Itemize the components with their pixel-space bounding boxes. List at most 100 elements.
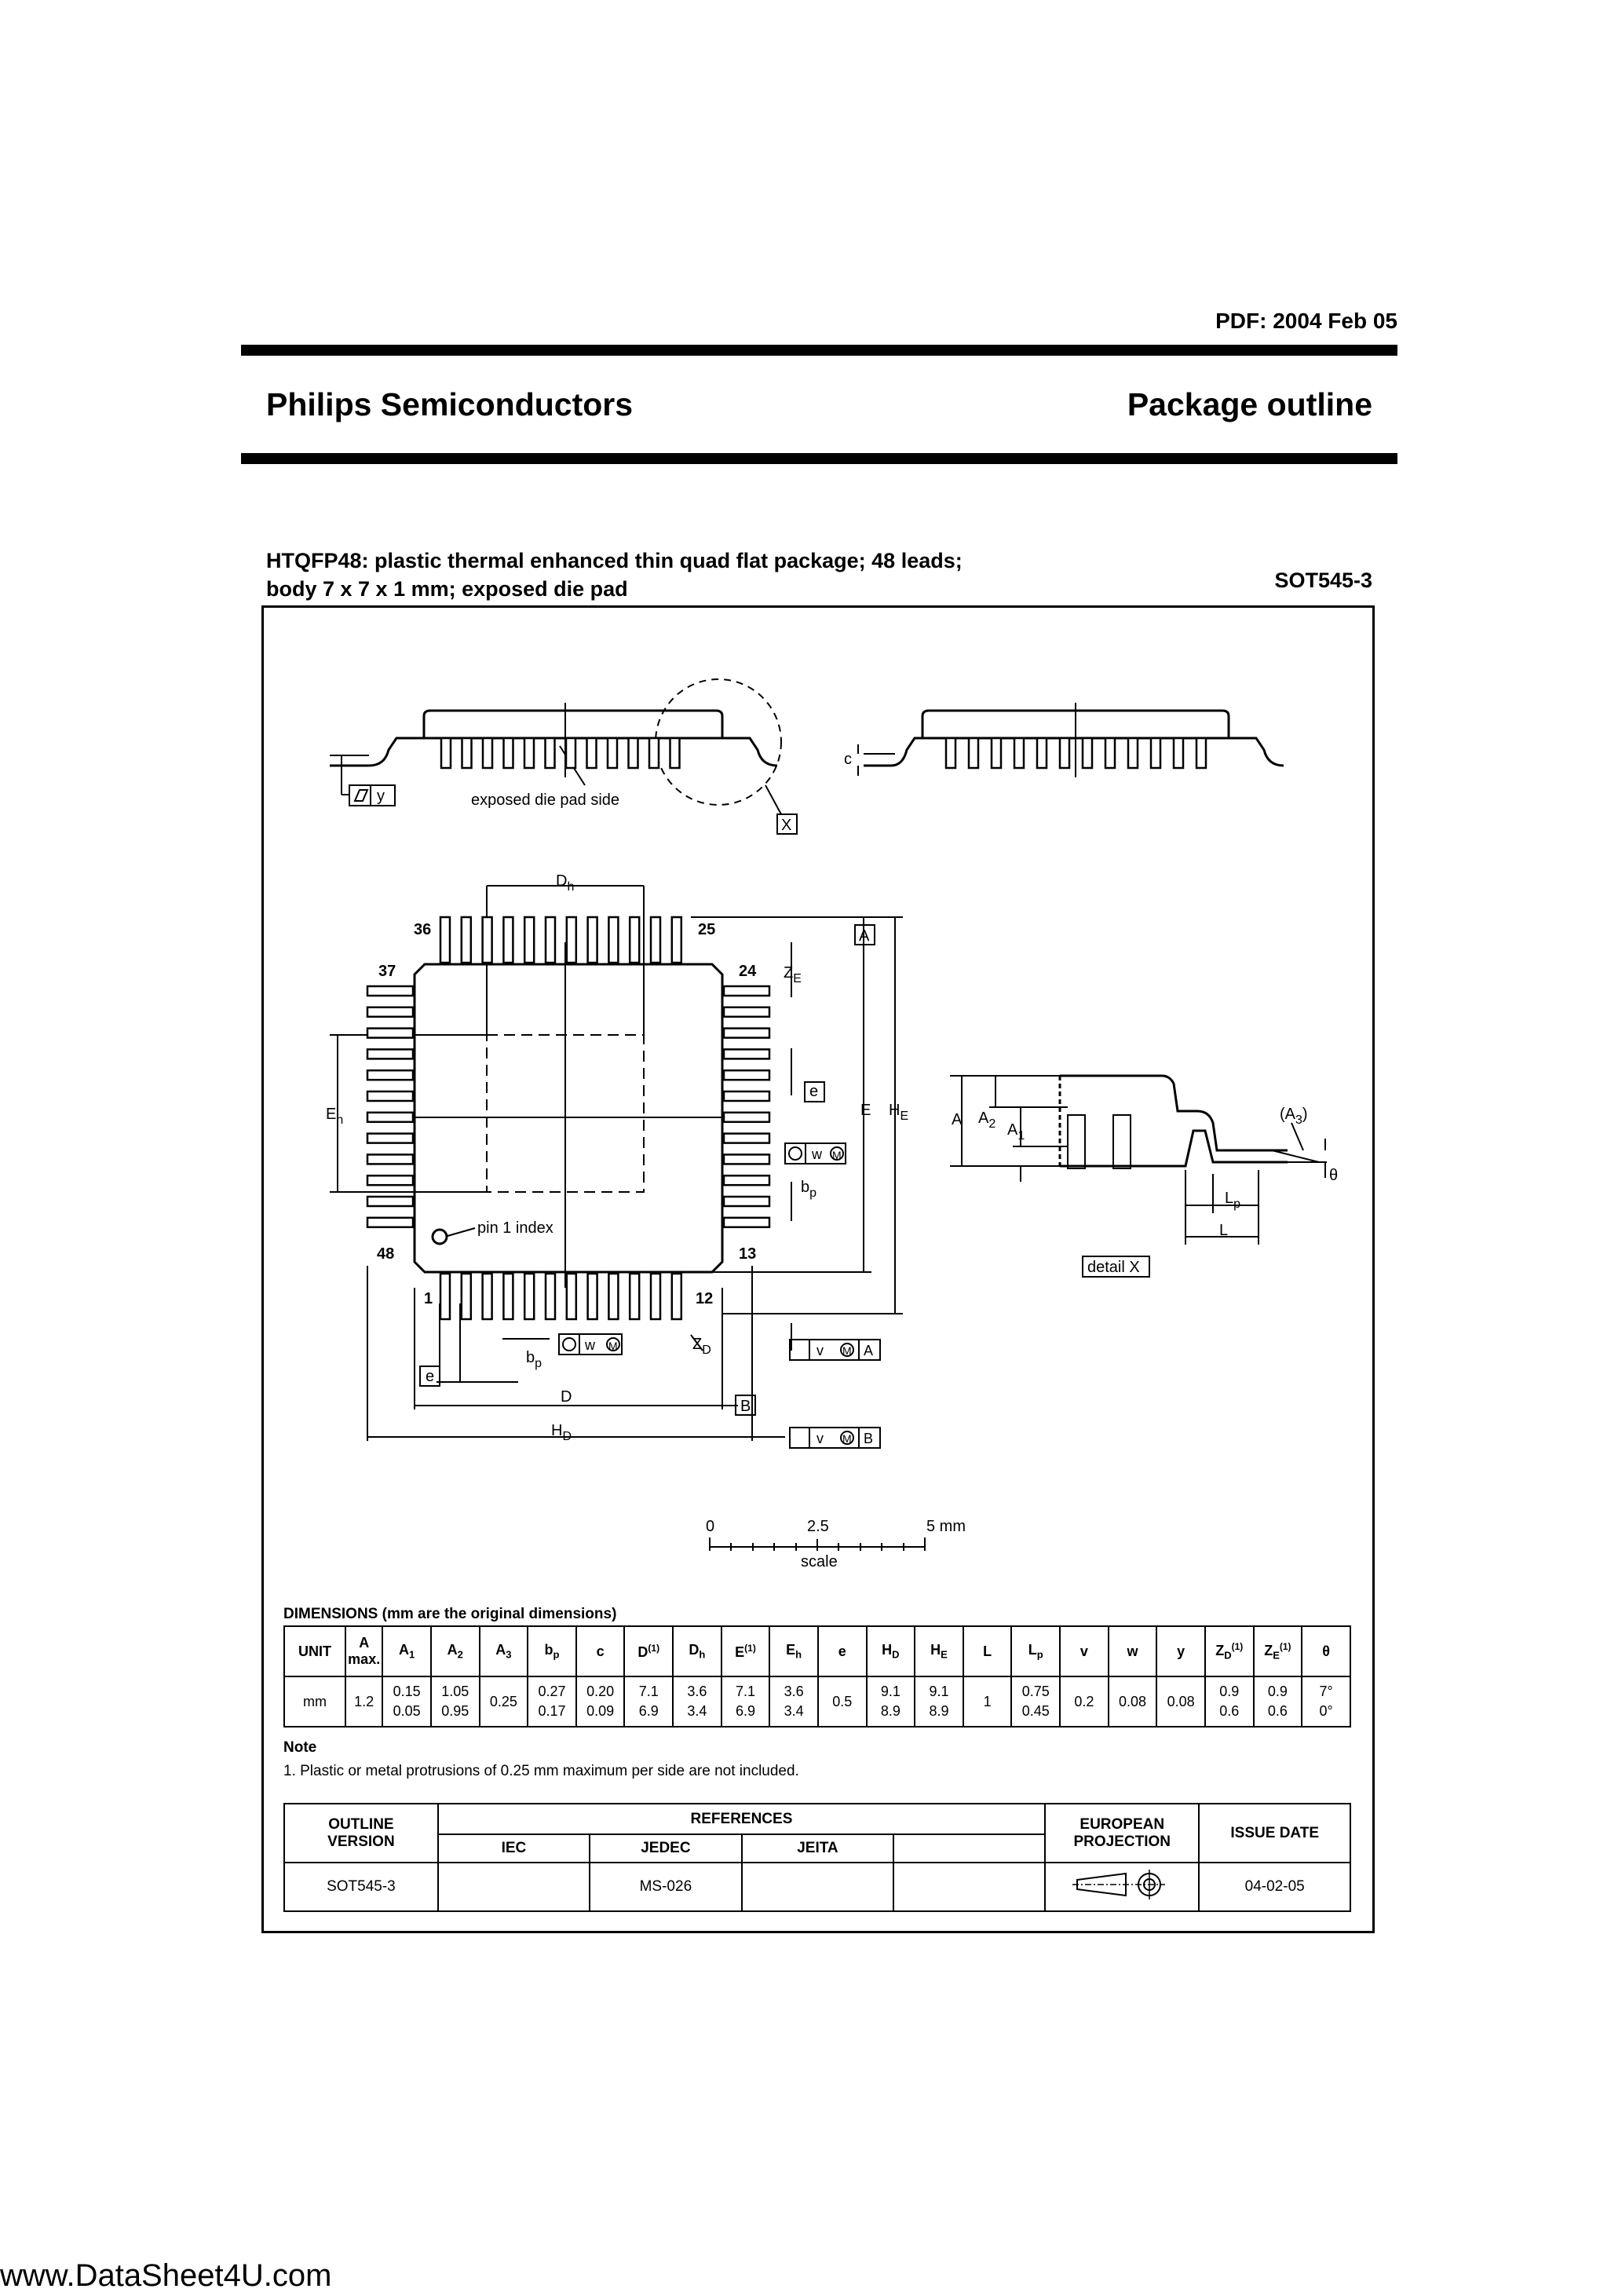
tol-m-bottom: M (608, 1340, 618, 1352)
lead-bottom (502, 1272, 514, 1321)
pin-24-label: 24 (739, 963, 757, 980)
scale-bar (709, 1537, 926, 1551)
dim-value-cell: 1.2 (345, 1676, 384, 1727)
header-rule-top (241, 345, 1397, 356)
side-lead-right-view (944, 737, 957, 770)
lead-right (722, 1132, 771, 1144)
dim-header-cell: D(1) (623, 1625, 674, 1677)
blank-header (893, 1834, 1047, 1863)
pin-48-label: 48 (377, 1245, 394, 1263)
package-title-line2: body 7 x 7 x 1 mm; exposed die pad (266, 577, 628, 601)
datum-a-label: A (859, 927, 870, 945)
side-lead-left-view (564, 737, 577, 770)
note-text: 1. Plastic or metal protrusions of 0.25 … (283, 1763, 799, 1779)
lead-top (649, 916, 662, 964)
references-table: OUTLINE VERSION REFERENCES EUROPEAN PROJ… (283, 1803, 1351, 1912)
drawing-frame (261, 605, 1375, 1933)
lead-left (366, 1216, 415, 1229)
scale-label: scale (801, 1553, 838, 1570)
pin-25-label: 25 (698, 921, 715, 938)
pitch-e-right-label: e (809, 1083, 818, 1100)
side-lead-left-view (606, 737, 619, 770)
lead-bottom (439, 1272, 451, 1321)
dim-header-cell: Eh (769, 1625, 819, 1677)
lead-right (722, 1090, 771, 1102)
side-lead-left-view (586, 737, 597, 770)
outline-version-header: OUTLINE VERSION (283, 1803, 439, 1863)
lead-bottom (649, 1272, 662, 1321)
dim-header-cell: UNIT (283, 1625, 347, 1677)
dim-header-cell: ZD(1) (1204, 1625, 1255, 1677)
dim-eh-label: Eh (326, 1106, 343, 1127)
side-lead-left-view (440, 737, 452, 770)
side-lead-left-view (523, 737, 535, 770)
scale-2-5: 2.5 (807, 1518, 829, 1535)
tol-v-a: v (816, 1343, 824, 1358)
tol-m-a: M (842, 1344, 852, 1357)
dim-bp-bottom-label: bp (526, 1349, 542, 1370)
lead-top (481, 916, 493, 964)
lead-right (722, 1048, 771, 1060)
detail-ref-x: X (781, 817, 791, 834)
lead-left (366, 1069, 415, 1081)
lead-bottom (608, 1272, 619, 1321)
dim-header-cell: Dh (672, 1625, 722, 1677)
pitch-e-bottom-label: e (426, 1368, 434, 1385)
references-header: REFERENCES (437, 1803, 1047, 1835)
side-lead-right-view (1013, 737, 1025, 770)
pin1-index-label: pin 1 index (477, 1219, 553, 1237)
pin-12-label: 12 (696, 1290, 713, 1307)
exposed-pad-label: exposed die pad side (471, 792, 619, 809)
outline-version-value: SOT545-3 (283, 1862, 439, 1912)
iec-value (437, 1862, 591, 1912)
side-lead-right-view (1058, 737, 1071, 770)
lead-top (628, 916, 641, 964)
dim-value-cell: 0.08 (1156, 1676, 1206, 1727)
lead-left (366, 1153, 415, 1165)
dim-a2-label: A2 (978, 1110, 995, 1131)
package-drawing: exposed die pad side y X c 36 25 37 24 4… (326, 678, 1338, 1570)
lead-bottom (523, 1272, 535, 1321)
iec-header: IEC (437, 1834, 591, 1863)
lead-right (722, 1006, 771, 1018)
side-view-right (857, 703, 1284, 777)
side-lead-right-view (990, 737, 1003, 770)
lead-top (544, 916, 557, 964)
lead-bottom (628, 1272, 641, 1321)
side-lead-left-view (481, 737, 494, 770)
issue-date-value: 04-02-05 (1198, 1862, 1351, 1912)
footer-watermark[interactable]: www.DataSheet4U.com (0, 2258, 332, 2293)
outline-version-header-l2: VERSION (327, 1833, 395, 1850)
dim-header-cell: A3 (478, 1625, 529, 1677)
jeita-value (740, 1862, 895, 1912)
side-lead-left-view (461, 737, 473, 770)
lead-top (502, 916, 514, 964)
dim-c-label: c (844, 751, 852, 768)
dim-a-label: A (952, 1111, 963, 1128)
european-header-l2: PROJECTION (1073, 1833, 1171, 1850)
header-rule-bottom (241, 453, 1397, 464)
scale-5mm: 5 mm (926, 1518, 966, 1535)
dim-a1-label: A1 (1007, 1121, 1025, 1143)
jedec-value: MS-026 (589, 1862, 743, 1912)
dim-header-cell: w (1107, 1625, 1158, 1677)
side-lead-right-view (1149, 737, 1162, 770)
lead-right (722, 1195, 771, 1208)
top-view-package (393, 942, 742, 1288)
dim-header-cell: θ (1301, 1625, 1351, 1677)
lead-bottom (670, 1272, 683, 1321)
dim-lp-label: Lp (1225, 1190, 1240, 1211)
company-name: Philips Semiconductors (266, 386, 634, 422)
dim-value-cell: 1 (962, 1676, 1013, 1727)
lead-top (670, 916, 683, 964)
detail-x-view (950, 1074, 1327, 1278)
dim-value-cell: 0.5 (816, 1676, 868, 1727)
